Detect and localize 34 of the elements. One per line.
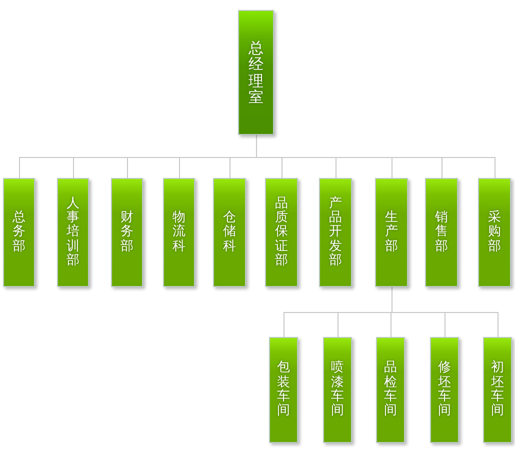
department-box	[478, 178, 511, 287]
unit-name: 生产部	[385, 211, 398, 254]
executive-office-box	[238, 10, 274, 135]
department-box	[375, 178, 408, 287]
unit-name: 品质保证部	[275, 196, 288, 268]
department-box	[57, 178, 89, 287]
department-box	[319, 178, 352, 287]
unit-name: 初坯车间	[491, 361, 504, 419]
department-box	[3, 178, 35, 287]
department-box	[483, 337, 512, 443]
unit-name: 包装车间	[277, 361, 290, 419]
department-box	[425, 178, 458, 287]
unit-name: 仓储科	[223, 211, 236, 254]
department-box	[265, 178, 298, 287]
connector-line	[256, 134, 496, 178]
unit-name: 总务部	[12, 211, 26, 254]
connector-line	[392, 286, 498, 338]
unit-name: 人事培训部	[66, 196, 80, 268]
unit-name: 总经理室	[248, 40, 264, 106]
unit-name: 产品开发部	[329, 196, 342, 268]
unit-name: 品检车间	[384, 361, 397, 419]
department-box	[376, 337, 405, 443]
department-box	[111, 178, 143, 287]
department-box	[213, 178, 246, 287]
department-box	[163, 178, 195, 287]
unit-name: 物流科	[172, 211, 186, 254]
department-box	[269, 337, 298, 443]
unit-name: 喷漆车间	[331, 361, 344, 419]
department-box	[323, 337, 352, 443]
unit-name: 采购部	[488, 211, 501, 254]
unit-name: 财务部	[120, 211, 134, 254]
unit-name: 修坯车间	[438, 361, 451, 419]
department-box	[430, 337, 459, 443]
unit-name: 销售部	[435, 211, 448, 254]
